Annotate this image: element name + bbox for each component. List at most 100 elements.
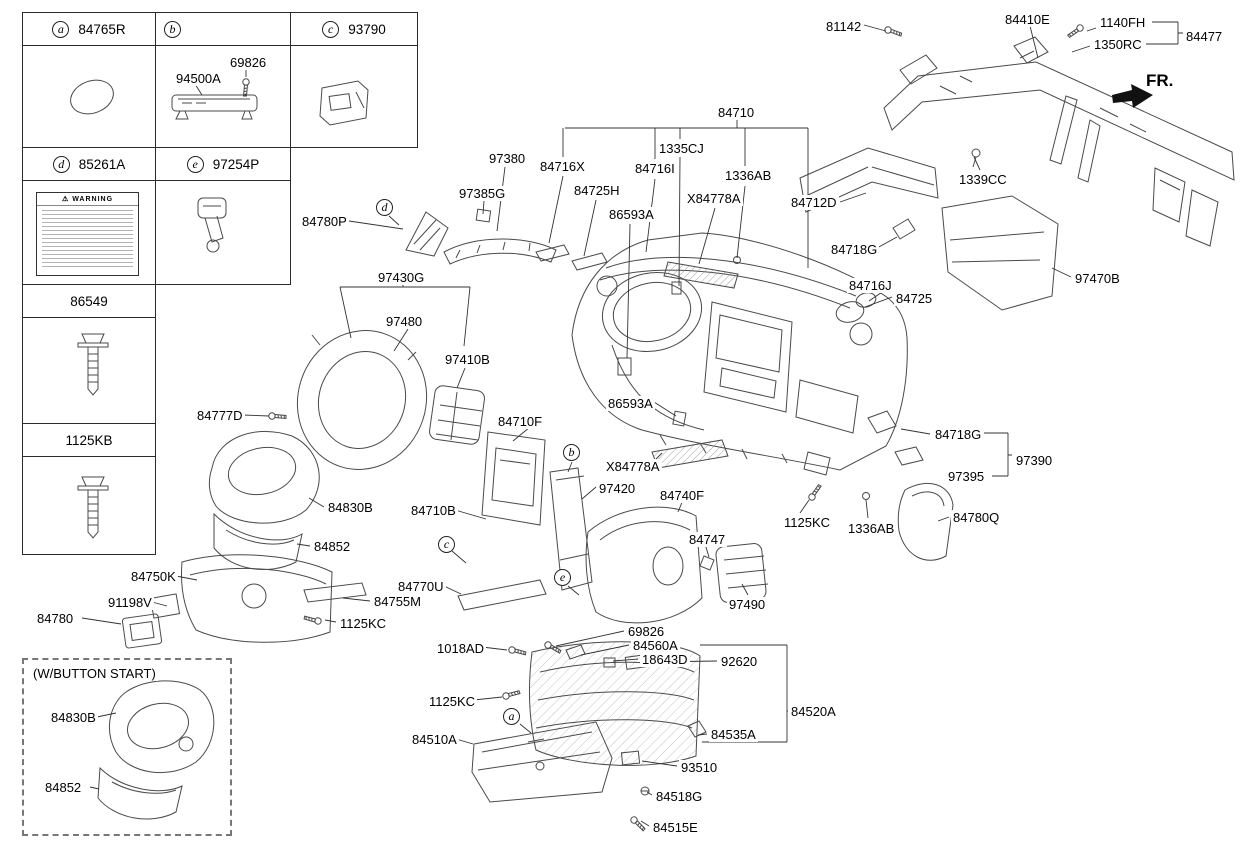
part-label-84780-42: 84780 <box>35 611 76 626</box>
part-label-84710f-30: 84710F <box>496 414 545 429</box>
cowl-crossmember-art <box>883 36 1235 247</box>
part-label-84560a-50: 84560A <box>631 638 680 653</box>
legend-header-d: d 85261A <box>23 148 155 181</box>
part-label-1125kc-45: 1125KC <box>338 616 389 631</box>
part-label-97395-29: 97395 <box>946 469 987 484</box>
bolt-icon <box>77 333 109 396</box>
part-label-97480-23: 97480 <box>384 314 425 329</box>
legend-header-a: a 84765R <box>23 13 155 46</box>
center-panel-art <box>296 330 769 624</box>
part-label-86593a-26: 86593A <box>606 396 655 411</box>
legend-part-number: 84765R <box>78 21 126 37</box>
part-label-92620-52: 92620 <box>719 654 760 669</box>
part-label-18643d-51: 18643D <box>640 652 690 667</box>
part-label-93510-57: 93510 <box>679 760 720 775</box>
legend-part-number: 97254P <box>212 156 260 172</box>
screw-icon <box>883 25 903 38</box>
part-label-97390-28: 97390 <box>1014 453 1055 468</box>
part-label-97380-14: 97380 <box>487 151 528 166</box>
crash-pad-main-art <box>571 232 908 476</box>
legend-part-number: 85261A <box>78 156 126 172</box>
legend-cell-c: c 93790 <box>290 12 418 148</box>
part-label-84410e-1: 84410E <box>1003 12 1052 27</box>
warning-label-title: ⚠ WARNING <box>37 193 138 206</box>
part-label-84510a-55: 84510A <box>410 732 459 747</box>
part-label-1335cj-8: 1335CJ <box>657 141 706 156</box>
part-label-84852-36: 84852 <box>312 539 353 554</box>
legend-cell-a: a 84765R <box>22 12 156 148</box>
legend-part-number: 1125KB <box>65 432 113 448</box>
legend-header-c: c 93790 <box>291 13 417 46</box>
part-label-x84778a-31: X84778A <box>604 459 662 474</box>
upper-trim-strips-art <box>405 208 608 271</box>
part-label-84750k-40: 84750K <box>129 569 178 584</box>
part-label-1336ab-11: 1336AB <box>723 168 774 183</box>
callout-b: b <box>164 20 181 38</box>
part-label-84535a-56: 84535A <box>709 727 758 742</box>
part-label-84725-21: 84725 <box>894 291 935 306</box>
part-label-1140fh-2: 1140FH <box>1098 15 1148 30</box>
callout-a: a <box>52 20 70 38</box>
hatched-strip-lower <box>651 439 729 469</box>
part-label-1350rc-3: 1350RC <box>1092 37 1144 52</box>
legend-part-number: 86549 <box>70 293 108 309</box>
part-label-84716x-9: 84716X <box>538 159 587 174</box>
part-label-1125kc-53: 1125KC <box>427 694 478 709</box>
part-label-81142-0: 81142 <box>824 19 864 34</box>
legend-header-86549: 86549 <box>23 285 155 318</box>
steering-cowl-art <box>121 430 367 649</box>
screw-icon <box>1066 22 1086 40</box>
part-label-84770u-43: 84770U <box>396 579 446 594</box>
part-label-84780q-39: 84780Q <box>951 510 1002 525</box>
part-label-1336ab-38: 1336AB <box>846 521 897 536</box>
diagram-callout-e: e <box>554 569 571 586</box>
hatched-strip-upper <box>663 261 739 289</box>
warning-label: ⚠ WARNING <box>36 192 139 276</box>
part-label-84515e-59: 84515E <box>651 820 700 835</box>
part-label-84716j-20: 84716J <box>847 278 894 293</box>
button-start-cowl-art <box>97 680 215 820</box>
legend-cell-86549: 86549 <box>22 284 156 424</box>
diagram-callout-d: d <box>376 199 393 216</box>
part-label-84725h-12: 84725H <box>572 183 622 198</box>
screw-icon <box>501 687 521 701</box>
part-label-84718g-27: 84718G <box>933 427 984 442</box>
fr-direction-label: FR. <box>1146 71 1174 90</box>
part-label-84718g-19: 84718G <box>829 242 880 257</box>
screw-icon <box>268 412 287 420</box>
part-label-84852-61: 84852 <box>43 780 84 795</box>
callout-e: e <box>186 155 204 173</box>
fr-arrow-icon <box>1112 84 1153 108</box>
part-label-1339cc-5: 1339CC <box>957 172 1009 187</box>
legend-header-e: e 97254P <box>156 148 290 181</box>
legend-cell-d: d 85261A <box>22 147 156 285</box>
legend-header-b: b <box>156 13 290 46</box>
part-label-84830b-34: 84830B <box>326 500 375 515</box>
part-label-97490-47: 97490 <box>727 597 768 612</box>
part-label-1018ad-48: 1018AD <box>435 641 486 656</box>
part-label-91198v-41: 91198V <box>106 595 154 610</box>
fastener-icons <box>242 22 1086 832</box>
part-label-84520a-54: 84520A <box>789 704 838 719</box>
air-duct-art <box>799 147 1059 561</box>
button-start-variant-box: (W/BUTTON START) <box>22 658 232 836</box>
part-label-97430g-22: 97430G <box>376 270 427 285</box>
part-label-84518g-58: 84518G <box>654 789 705 804</box>
part-label-97470b-6: 97470B <box>1073 271 1122 286</box>
part-label-97385g-15: 97385G <box>457 186 508 201</box>
part-label-84830b-60: 84830B <box>49 710 98 725</box>
part-label-x84778a-13: X84778A <box>685 191 743 206</box>
part-label-97420-32: 97420 <box>597 481 638 496</box>
callout-d: d <box>52 155 70 173</box>
screw-icon <box>303 614 323 626</box>
button-start-caption: (W/BUTTON START) <box>31 666 158 681</box>
part-label-84755m-44: 84755M <box>372 594 423 609</box>
diagram-callout-a: a <box>503 708 520 725</box>
warning-label-text-lines <box>42 210 133 268</box>
part-label-84740f-33: 84740F <box>658 488 707 503</box>
part-label-84777d-25: 84777D <box>195 408 245 423</box>
part-label-84710-7: 84710 <box>716 105 757 120</box>
glove-box-art <box>471 641 707 803</box>
part-label-84477-4: 84477 <box>1184 29 1225 44</box>
